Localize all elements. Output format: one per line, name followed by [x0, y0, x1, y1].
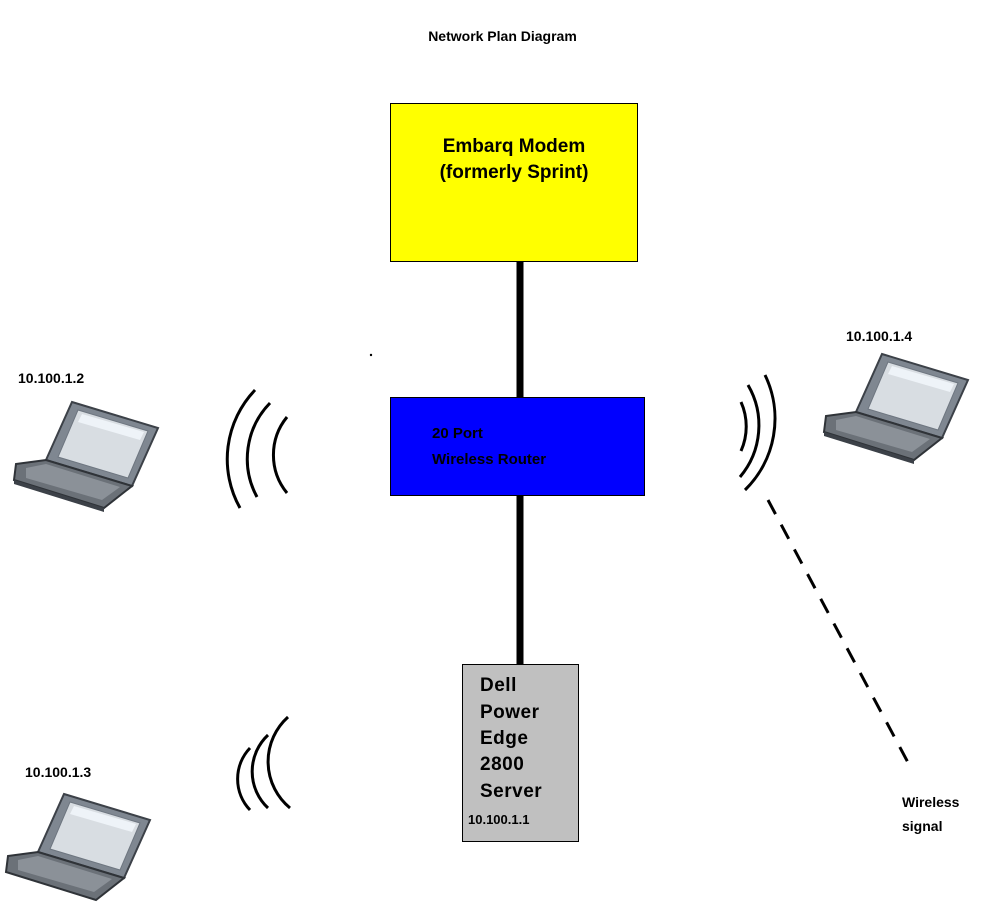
modem-box: Embarq Modem (formerly Sprint) [390, 103, 638, 262]
server-label-line: Dell [480, 675, 517, 696]
laptop-ip-label: 10.100.1.4 [846, 328, 913, 344]
server-label-line: Power [480, 702, 540, 723]
laptop-icon [12, 400, 160, 512]
laptop-icon [4, 792, 152, 902]
wireless-signal-label-line2: signal [902, 818, 943, 834]
server-box: Dell Power Edge 2800 Server 10.100.1.1 [462, 664, 579, 842]
laptop-ip-label: 10.100.1.3 [25, 764, 92, 780]
wireless-arcs-left-top [225, 388, 289, 509]
server-ip: 10.100.1.1 [468, 812, 530, 827]
wireless-signal-pointer [766, 499, 914, 771]
diagram-title: Network Plan Diagram [428, 28, 577, 44]
wireless-signal-label-line1: Wireless [902, 794, 960, 810]
server-label-line: Edge [480, 728, 529, 749]
server-label-line: Server [480, 781, 543, 802]
router-label-line2: Wireless Router [432, 451, 547, 468]
router-label-line1: 20 Port [432, 425, 483, 442]
wireless-arcs-right [738, 374, 777, 492]
modem-label-line1: Embarq Modem [442, 136, 586, 157]
router-box: 20 Port Wireless Router [390, 397, 645, 496]
wireless-arcs-left-bottom [236, 715, 291, 812]
stray-dot [369, 353, 373, 357]
laptop-icon [822, 352, 970, 464]
modem-label-line2: (formerly Sprint) [439, 162, 589, 183]
server-label-line: 2800 [480, 754, 525, 775]
laptop-ip-label: 10.100.1.2 [18, 370, 85, 386]
